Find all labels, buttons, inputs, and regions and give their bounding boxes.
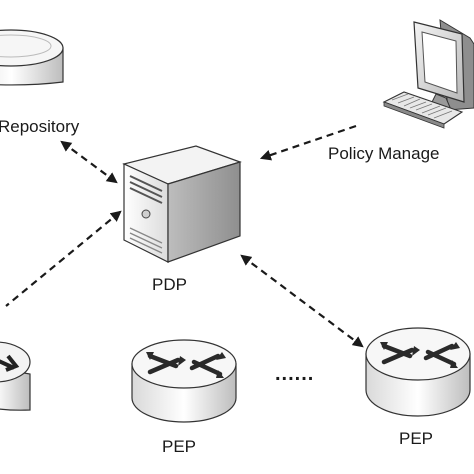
pep-router-left-icon — [0, 341, 31, 411]
pep-right-label: PEP — [399, 429, 434, 448]
computer-icon — [382, 19, 474, 129]
repository-label: Repository — [0, 117, 80, 136]
pdp-label: PDP — [152, 275, 187, 294]
pep-router-right-icon — [365, 327, 471, 417]
policy-manager-label: Policy Manage — [328, 144, 440, 163]
pep-center-label: PEP — [162, 437, 197, 456]
repository-pdp-connector — [60, 140, 118, 184]
policy-manager-pdp-connector — [259, 124, 357, 161]
pdp-pep-right-connector — [240, 254, 364, 348]
pdp-server-icon — [122, 145, 242, 263]
pep-router-center-icon — [131, 339, 237, 423]
repository-database-icon — [0, 29, 64, 86]
ellipsis-label: ...... — [275, 363, 315, 385]
pdp-pep-left-connector — [5, 210, 122, 307]
